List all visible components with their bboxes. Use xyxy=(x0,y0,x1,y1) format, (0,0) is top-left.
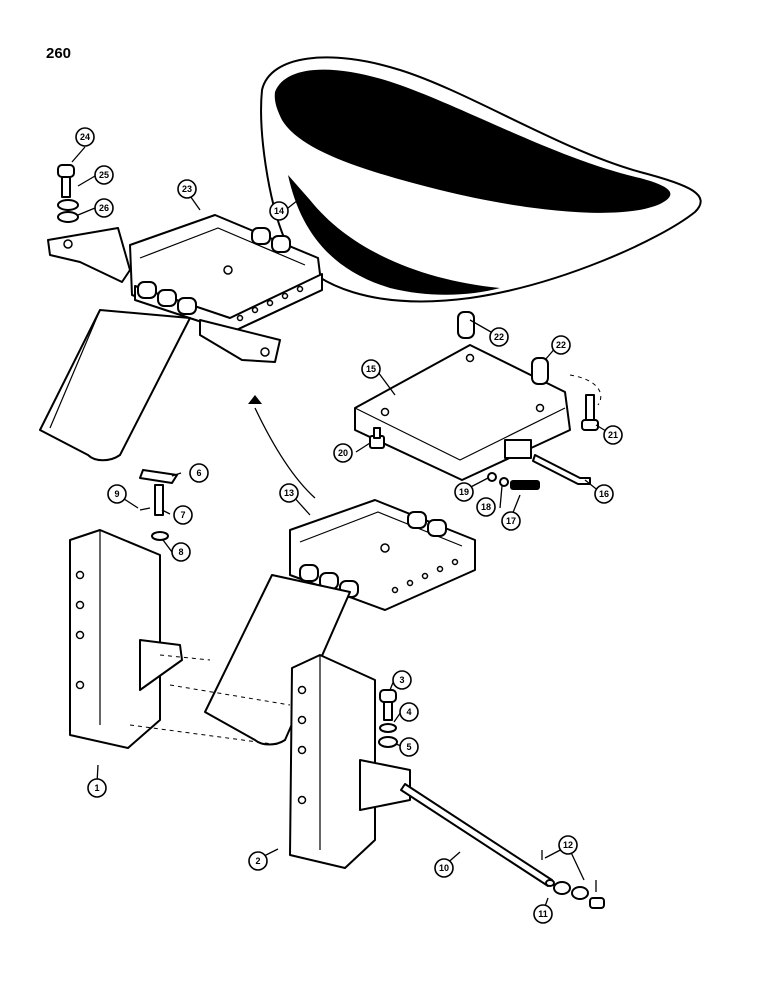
washer-8 xyxy=(151,531,169,541)
washer-12 xyxy=(571,886,589,900)
standard-1 xyxy=(69,529,183,749)
svg-text:23: 23 xyxy=(182,184,192,194)
adjuster-plate xyxy=(354,344,571,481)
callout-11: 11 xyxy=(533,904,553,924)
svg-text:2: 2 xyxy=(255,856,260,866)
lockwasher-25 xyxy=(57,199,79,211)
callout-25: 25 xyxy=(94,165,114,185)
callout-2: 2 xyxy=(248,851,268,871)
callout-6: 6 xyxy=(189,463,209,483)
svg-text:10: 10 xyxy=(439,863,449,873)
svg-text:15: 15 xyxy=(366,364,376,374)
standard-2 xyxy=(289,654,411,869)
svg-text:26: 26 xyxy=(99,203,109,213)
callout-9: 9 xyxy=(107,484,127,504)
callout-12: 12 xyxy=(558,835,578,855)
callout-16: 16 xyxy=(594,484,614,504)
callout-13: 13 xyxy=(279,483,299,503)
movement-arrow xyxy=(254,407,316,499)
bracket-hinge xyxy=(137,227,291,315)
svg-text:18: 18 xyxy=(481,502,491,512)
svg-text:16: 16 xyxy=(599,489,609,499)
lower-support-assembly xyxy=(204,499,476,746)
stud-22 xyxy=(457,311,549,385)
callout-1: 1 xyxy=(87,778,107,798)
callout-21: 21 xyxy=(603,425,623,445)
svg-text:20: 20 xyxy=(338,448,348,458)
callout-17: 17 xyxy=(501,511,521,531)
seat-pan xyxy=(260,56,702,303)
svg-text:7: 7 xyxy=(180,510,185,520)
shaft-10 xyxy=(400,783,553,887)
callout-15: 15 xyxy=(361,359,381,379)
lockwasher-4 xyxy=(379,723,397,733)
callout-3: 3 xyxy=(392,670,412,690)
pin-9 xyxy=(139,507,151,511)
callout-14: 14 xyxy=(269,201,289,221)
bolt-24 xyxy=(57,164,75,198)
bolt-21 xyxy=(569,374,602,431)
bolt-7 xyxy=(154,484,164,516)
callout-26: 26 xyxy=(94,198,114,218)
callout-8: 8 xyxy=(171,542,191,562)
bracket-adjust-holes xyxy=(236,285,304,322)
svg-text:21: 21 xyxy=(608,430,618,440)
svg-text:6: 6 xyxy=(196,468,201,478)
svg-text:8: 8 xyxy=(178,547,183,557)
svg-text:9: 9 xyxy=(114,489,119,499)
pin-12 xyxy=(589,897,605,909)
seat-bracket-assembly xyxy=(39,214,323,462)
callout-22: 22 xyxy=(489,327,509,347)
callout-19: 19 xyxy=(454,482,474,502)
svg-text:17: 17 xyxy=(506,516,516,526)
callout-18: 18 xyxy=(476,497,496,517)
svg-text:25: 25 xyxy=(99,170,109,180)
svg-text:1: 1 xyxy=(94,783,99,793)
spring-17 xyxy=(510,480,540,490)
svg-text:12: 12 xyxy=(563,840,573,850)
callout-22b: 22 xyxy=(551,335,571,355)
clip-19 xyxy=(487,472,497,482)
pin-18 xyxy=(499,477,509,487)
callout-23: 23 xyxy=(177,179,197,199)
callout-20: 20 xyxy=(333,443,353,463)
svg-text:22: 22 xyxy=(556,340,566,350)
callout-10: 10 xyxy=(434,858,454,878)
callout-5: 5 xyxy=(399,737,419,757)
bolt-3 xyxy=(379,689,397,721)
svg-text:3: 3 xyxy=(399,675,404,685)
washer-26 xyxy=(57,211,79,223)
svg-text:4: 4 xyxy=(406,707,411,717)
callout-7: 7 xyxy=(173,505,193,525)
svg-text:24: 24 xyxy=(80,132,90,142)
rod-16 xyxy=(532,454,591,485)
washer-5 xyxy=(378,736,398,748)
svg-text:22: 22 xyxy=(494,332,504,342)
washer-11 xyxy=(553,881,571,895)
svg-text:5: 5 xyxy=(406,742,411,752)
svg-text:13: 13 xyxy=(284,488,294,498)
svg-text:11: 11 xyxy=(538,909,548,919)
page-number: 260 xyxy=(46,45,72,62)
callout-4: 4 xyxy=(399,702,419,722)
clamp-6 xyxy=(139,469,178,484)
svg-text:19: 19 xyxy=(459,487,469,497)
svg-text:14: 14 xyxy=(274,206,284,216)
callout-24: 24 xyxy=(75,127,95,147)
bolt-20 xyxy=(369,427,385,449)
